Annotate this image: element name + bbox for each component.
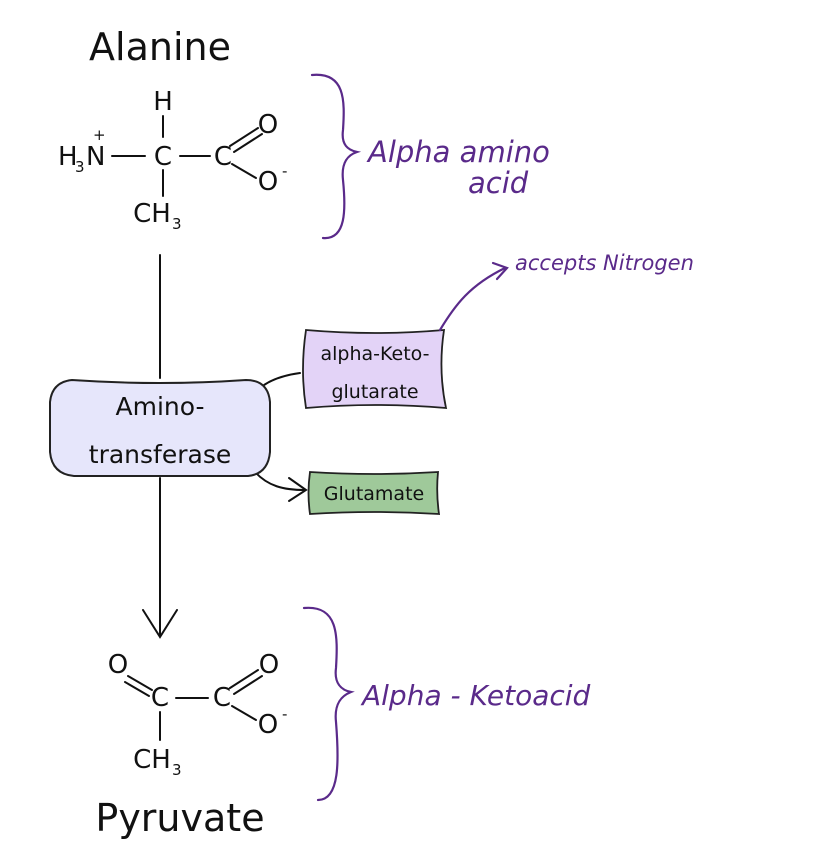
alanine-ch-group: CH (133, 199, 171, 229)
enzyme-label-line1: Amino- (115, 392, 204, 421)
alanine-bond-single-o (231, 163, 257, 179)
alpha-amino-acid-line1: Alpha amino (366, 135, 550, 169)
alanine-bond-double-b (233, 133, 263, 153)
pyruvate-o-double: O (259, 650, 279, 680)
accepts-arrowhead (491, 261, 509, 281)
cosubstrate-line2: glutarate (331, 381, 418, 403)
alpha-amino-acid-line2: acid (468, 166, 529, 200)
pyruvate-bond-co-a (229, 669, 259, 689)
alanine-h-group: H (58, 142, 78, 172)
alanine-brace (310, 73, 362, 240)
cosubstrate-line1: alpha-Keto- (320, 343, 429, 365)
pyruvate-bond-single-o (231, 705, 257, 721)
enzyme-label-line2: transferase (89, 440, 231, 469)
enzyme-box: Amino- transferase (49, 378, 271, 477)
pyruvate-bond-double-a (127, 675, 153, 691)
alanine-o-single: O (258, 167, 278, 197)
pyruvate-bond-double-b (124, 681, 150, 697)
accepts-arrow-line (438, 266, 507, 332)
alanine-h-atom: H (153, 87, 173, 117)
alanine-c2-atom: C (214, 142, 232, 172)
pyruvate-c1-atom: C (151, 683, 169, 713)
pyruvate-o-single: O (258, 710, 278, 740)
pathway-arrowhead (142, 609, 178, 639)
cosubstrate-box: alpha-Keto- glutarate (302, 329, 448, 409)
alanine-bond-double-a (229, 127, 259, 147)
pyruvate-brace (302, 606, 355, 802)
pyruvate-o-left: O (108, 650, 128, 680)
product-curve-out (254, 471, 306, 491)
pyruvate-ch-subscript: 3 (172, 761, 182, 779)
product-arrowhead (288, 477, 308, 502)
pyruvate-structure: O C C O O - CH 3 (108, 650, 288, 779)
alanine-title: Alanine (89, 25, 231, 69)
cosubstrate-shape (302, 329, 448, 409)
alpha-ketoacid-label: Alpha - Ketoacid (360, 679, 591, 712)
enzyme-shape (49, 378, 271, 477)
product-shape (307, 471, 441, 515)
alanine-c1-atom: C (154, 142, 172, 172)
alanine-o-charge: - (282, 162, 287, 180)
alanine-n-charge: + (93, 126, 106, 144)
pyruvate-ch-group: CH (133, 745, 171, 775)
product-label: Glutamate (324, 483, 424, 505)
alanine-h-subscript: 3 (75, 158, 85, 176)
alanine-structure: H H 3 N + C C O O - CH 3 (58, 87, 287, 233)
alanine-n-atom: N (86, 142, 105, 172)
pyruvate-c2-atom: C (213, 683, 231, 713)
alanine-ch-subscript: 3 (172, 215, 182, 233)
pyruvate-title: Pyruvate (95, 796, 264, 840)
pyruvate-bond-co-b (233, 675, 263, 695)
pyruvate-o-charge: - (282, 705, 287, 723)
product-box: Glutamate (307, 471, 441, 515)
accepts-nitrogen-note: accepts Nitrogen (515, 251, 694, 275)
alanine-o-double: O (258, 110, 278, 140)
